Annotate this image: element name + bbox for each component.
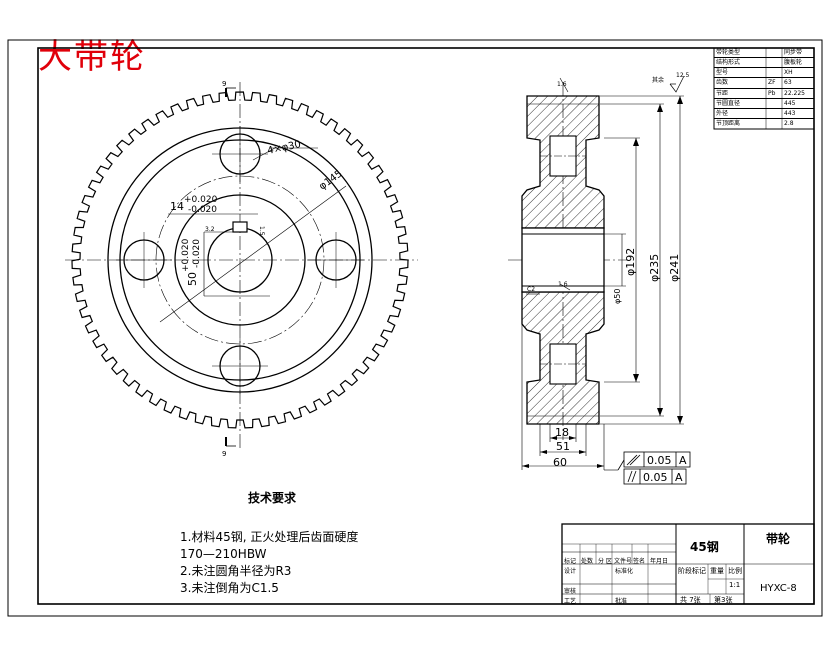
dim-d3: φ241 [668, 254, 681, 282]
note-line-2: 170—210HBW [180, 547, 267, 561]
roughness-all-value: 12.5 [676, 72, 690, 79]
param-value: 22.225 [784, 89, 805, 97]
param-label: 节圆直径 [716, 99, 741, 107]
title-standard: 标准化 [615, 568, 634, 575]
dim-bore: φ50 [613, 289, 622, 304]
section-mark-bottom: 9 [222, 450, 226, 458]
title-row-label: 标记 [564, 558, 577, 565]
title-process: 工艺 [564, 598, 577, 605]
dim-w1: 18 [555, 426, 569, 439]
param-row: 结构形式 腹板轮 [714, 58, 814, 69]
param-value: 63 [784, 79, 792, 87]
tol-runout-1: 0.05 [647, 454, 672, 467]
chamfer-label: C2 [527, 286, 535, 293]
param-value: XH [784, 69, 793, 77]
param-label: 结构形式 [716, 59, 741, 67]
note-line-1: 1.材料45钢, 正火处理后齿面硬度 [180, 530, 359, 544]
dim-small-1: 3.2 [205, 226, 215, 233]
dim-keyway-depth-tol-lower: -0.020 [192, 239, 202, 268]
title-row-labels: 标记处数分 区文件号签名年月日 [562, 556, 676, 565]
title-block [561, 523, 815, 605]
title-designer: 设计 [564, 568, 577, 575]
title-row-label: 处数 [581, 558, 594, 565]
param-row: 节顶距离 2.8 [714, 119, 814, 129]
title-row-label: 文件号 [614, 558, 633, 565]
title-checker: 审核 [564, 588, 577, 595]
title-approve: 批准 [615, 598, 628, 605]
drawing-title: 大带轮 [38, 37, 146, 77]
dim-keyway-depth-tol-upper: +0.020 [181, 238, 191, 272]
title-weight-label: 重量 [710, 567, 724, 575]
notes-heading: 技术要求 [248, 491, 297, 505]
title-stage-label: 阶段标记 [678, 567, 706, 575]
param-label: 带轮类型 [716, 49, 741, 56]
dim-keyway-width: 14 [170, 200, 184, 213]
param-label: 节顶距离 [716, 119, 741, 127]
technical-notes: 技术要求 1.材料45钢, 正火处理后齿面硬度 170—210HBW 2.未注圆… [180, 490, 358, 597]
param-label: 型号 [716, 69, 729, 77]
dim-keyway-width-tol-lower: -0.020 [188, 205, 217, 215]
inner-border [37, 47, 815, 605]
title-material: 45钢 [690, 540, 719, 554]
param-label: 齿数 [716, 79, 729, 87]
param-value: 2.8 [784, 119, 794, 127]
note-line-3: 2.未注圆角半径为R3 [180, 564, 292, 578]
section-mark-top: 9 [222, 80, 226, 88]
outer-border [7, 39, 823, 617]
param-value: 445 [784, 99, 796, 107]
param-row: 外径 443 [714, 109, 814, 119]
roughness-top: 1.6 [557, 81, 567, 88]
param-value: 443 [784, 109, 796, 117]
title-scale: 1:1 [729, 581, 741, 589]
tol-runout-1-ref: A [679, 454, 687, 467]
param-row: 齿数 ZF 63 [714, 78, 814, 89]
title-row-label: 年月日 [650, 558, 669, 565]
dim-keyway-depth: 50 [186, 272, 199, 286]
param-row: 节圆直径 445 [714, 99, 814, 109]
section-view: φ192 φ235 φ241 φ50 18 51 60 C2 1.6 1.6 其… [508, 72, 691, 485]
dim-keyway-width-tol-upper: +0.020 [184, 195, 218, 205]
roughness-mid: 1.6 [558, 281, 568, 288]
title-part-name: 带轮 [766, 532, 791, 546]
param-label: 节距 [716, 89, 729, 97]
dim-d2: φ235 [648, 254, 661, 282]
dim-small-2: 1.5 [258, 226, 265, 236]
param-table [713, 47, 815, 130]
tooth-profile [71, 91, 409, 429]
dim-d1: φ192 [624, 248, 637, 276]
keyway [232, 221, 248, 233]
front-view: 9 9 4×φ30 φ145 14 +0.020 -0.020 3.2 1.5 … [65, 80, 418, 458]
param-row: 型号 XH [714, 68, 814, 79]
param-code: Pb [768, 89, 776, 97]
roughness-all-label: 其余 [652, 76, 664, 84]
dim-w2: 51 [556, 440, 570, 453]
param-label: 外径 [716, 109, 729, 117]
param-value: 同步带 [784, 49, 803, 56]
title-sheets: 共 7张 [680, 596, 701, 604]
param-code: ZF [768, 79, 776, 87]
title-row-label: 分 区 [598, 558, 612, 565]
param-value: 腹板轮 [784, 59, 803, 67]
tol-runout-2: 0.05 [643, 471, 668, 484]
note-line-4: 3.未注倒角为C1.5 [180, 581, 279, 595]
title-row-label: 签名 [633, 558, 646, 565]
param-row: 节距 Pb 22.225 [714, 89, 814, 99]
tol-runout-2-ref: A [675, 471, 683, 484]
title-scale-label: 比例 [728, 567, 742, 575]
title-sheet-no: 第3张 [714, 596, 733, 604]
title-drawing-no: HYXC-8 [760, 583, 797, 594]
dim-w3: 60 [553, 456, 567, 469]
param-row: 带轮类型 同步带 [714, 48, 814, 59]
param-table-rows: 带轮类型 同步带结构形式 腹板轮型号 XH 齿数 ZF 63 节距 Pb 22.225 节圆直径 44… [714, 48, 814, 129]
hub-circle [174, 194, 306, 326]
